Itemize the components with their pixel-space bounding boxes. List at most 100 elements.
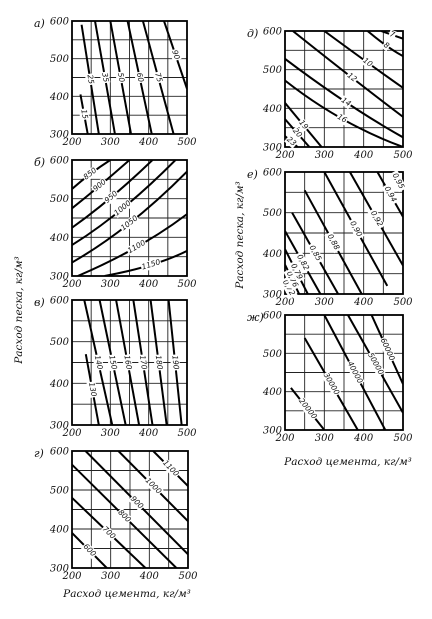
series-label-bg — [321, 370, 342, 398]
series-label-bg — [160, 458, 181, 479]
series-label-bg — [134, 71, 146, 84]
x-tick-label: 400 — [138, 137, 159, 148]
y-tick-label: 400 — [49, 92, 70, 103]
plot-frame — [71, 450, 189, 569]
y-tick-label: 300 — [263, 143, 283, 154]
series-label-bg — [99, 524, 118, 542]
plot-frame — [284, 314, 404, 431]
panel-label: ж) — [247, 311, 264, 324]
series-label-bg — [346, 217, 365, 241]
x-tick-label: 200 — [274, 150, 295, 161]
y-tick-label: 300 — [50, 421, 70, 432]
series-label-bg — [128, 493, 146, 512]
x-tick-label: 500 — [177, 137, 197, 148]
series-label-bg — [139, 257, 163, 273]
y-tick-label: 500 — [50, 194, 70, 205]
series-label-bg — [152, 70, 165, 85]
series-label: 20000 — [297, 396, 319, 420]
x-tick-label: 500 — [177, 279, 197, 290]
series-label: 160 — [122, 355, 133, 371]
panel-label: б) — [34, 156, 45, 169]
series-label: 140 — [93, 354, 105, 370]
y-tick-label: 600 — [50, 296, 70, 307]
series-label-bg — [344, 359, 365, 386]
y-tick-label: 400 — [49, 525, 70, 536]
x-tick-label: 400 — [138, 428, 159, 439]
series-label: 130 — [87, 382, 98, 398]
series-label-bg — [293, 251, 312, 274]
series-label: 35 — [100, 72, 111, 83]
series-label: 75 — [153, 72, 164, 84]
series-label-bg — [102, 188, 121, 206]
series-label-bg — [367, 207, 386, 230]
y-tick-label: 300 — [263, 426, 283, 437]
series-label-bg — [377, 336, 397, 363]
x-tick-label: 300 — [315, 297, 335, 308]
panel-label: г) — [34, 447, 44, 460]
series-label-bg — [90, 177, 109, 195]
y-tick-label: 300 — [263, 290, 283, 301]
series-label: 7 — [389, 29, 397, 39]
series-label-bg — [92, 353, 105, 372]
figure-xlabel-right: Расход цемента, кг/м³ — [283, 456, 412, 468]
y-tick-label: 600 — [50, 17, 70, 28]
series-label-bg — [125, 238, 148, 256]
plot-frame — [71, 20, 188, 135]
plot-frame — [71, 299, 188, 426]
series-label: 60 — [135, 72, 146, 83]
series-label-bg — [78, 107, 90, 121]
series-label-bg — [290, 125, 305, 141]
series-label-bg — [365, 350, 386, 377]
y-tick-label: 400 — [262, 387, 283, 398]
series-label-bg — [118, 213, 141, 234]
series-label-bg — [279, 276, 298, 299]
series-label-bg — [137, 354, 149, 371]
series-label: 60000 — [379, 337, 397, 363]
series-label-bg — [306, 242, 325, 265]
y-tick-label: 400 — [262, 104, 283, 115]
series-label-bg — [112, 198, 134, 219]
x-tick-label: 300 — [315, 433, 335, 444]
series-label-bg — [142, 475, 164, 497]
series-label-bg — [86, 381, 99, 399]
y-tick-label: 400 — [49, 233, 70, 244]
y-tick-label: 600 — [50, 156, 70, 167]
x-tick-label: 400 — [139, 571, 160, 582]
series-label-bg — [380, 40, 392, 52]
series-label: 180 — [154, 355, 165, 371]
x-tick-label: 200 — [61, 428, 82, 439]
series-label-bg — [115, 507, 133, 526]
panel-label: е) — [247, 168, 258, 181]
series-label-bg — [169, 48, 182, 62]
x-tick-label: 200 — [274, 297, 295, 308]
x-tick-label: 400 — [353, 297, 374, 308]
series-label: 14 — [340, 95, 353, 108]
y-tick-label: 500 — [50, 486, 70, 497]
x-tick-label: 500 — [393, 433, 413, 444]
y-tick-label: 600 — [263, 27, 283, 38]
x-tick-label: 500 — [393, 150, 413, 161]
y-tick-label: 400 — [49, 379, 70, 390]
series-label-bg — [334, 112, 350, 126]
series-label: 50 — [116, 72, 127, 83]
series-label-bg — [296, 396, 319, 422]
series-label-bg — [99, 71, 111, 84]
series-label-bg — [389, 170, 407, 193]
y-tick-label: 500 — [263, 65, 283, 76]
panel-label: д) — [247, 27, 258, 40]
x-tick-label: 200 — [61, 279, 82, 290]
series-label-bg — [115, 71, 127, 84]
series-label-bg — [287, 260, 306, 283]
y-tick-label: 500 — [263, 349, 283, 360]
y-tick-label: 400 — [262, 249, 283, 260]
x-tick-label: 400 — [138, 279, 159, 290]
series-label-bg — [283, 268, 301, 291]
figure-ylabel-left: Расход песка, кг/м³ — [13, 256, 25, 365]
series-label-bg — [153, 354, 165, 371]
series-label-bg — [344, 70, 360, 85]
